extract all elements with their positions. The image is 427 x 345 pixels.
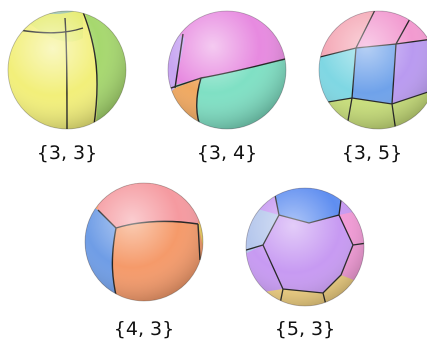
sphere-4-3 (84, 182, 204, 302)
caption-4-3: {4, 3} (113, 318, 175, 340)
caption-3-4: {3, 4} (196, 142, 258, 164)
caption-3-5: {3, 5} (341, 142, 403, 164)
sphere-5-3 (245, 187, 365, 307)
sphere-3-4 (167, 10, 287, 130)
sphere-3-5 (318, 10, 427, 130)
caption-3-3: {3, 3} (36, 142, 98, 164)
caption-5-3: {5, 3} (274, 318, 336, 340)
sphere-3-3 (7, 10, 127, 130)
